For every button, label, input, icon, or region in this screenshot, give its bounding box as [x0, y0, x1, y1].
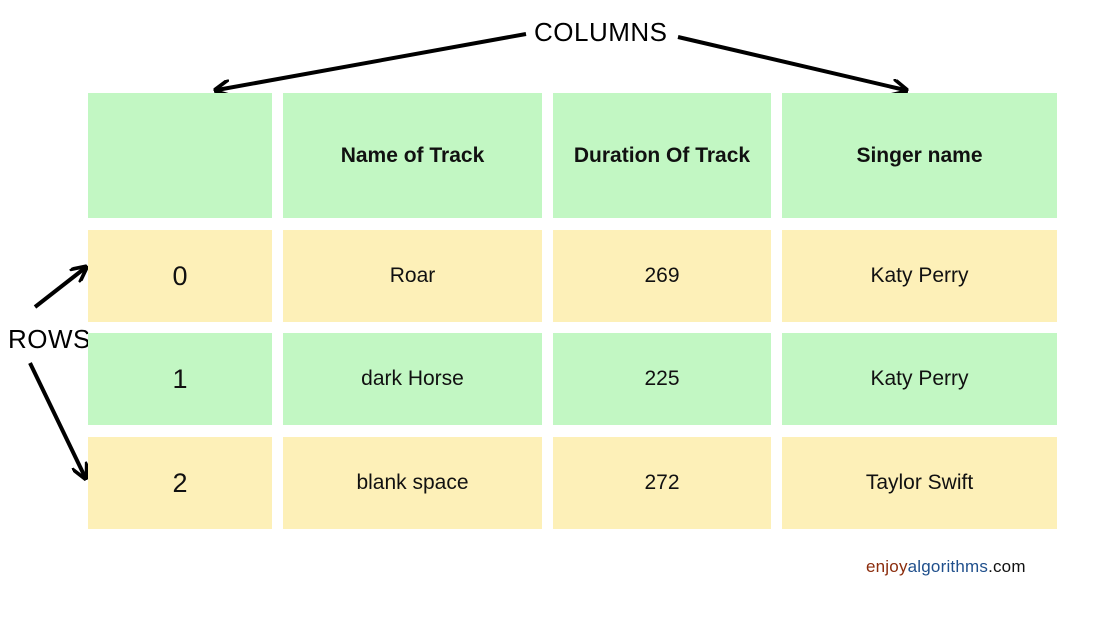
row-index-cell: 2 — [88, 437, 272, 529]
columns-arrow-left — [217, 32, 527, 90]
duration-cell: 225 — [553, 333, 771, 425]
track-name-cell: dark Horse — [283, 333, 542, 425]
header-cell-duration-of-track: Duration Of Track — [553, 93, 771, 218]
brand-logo: enjoyalgorithms.com — [866, 557, 1026, 577]
columns-label: COLUMNS — [528, 17, 674, 48]
rows-arrow-up — [33, 268, 85, 309]
row-index-cell: 0 — [88, 230, 272, 322]
brand-part-domain: .com — [988, 557, 1026, 576]
duration-cell: 269 — [553, 230, 771, 322]
header-cell-name-of-track: Name of Track — [283, 93, 542, 218]
header-cell-singer-name: Singer name — [782, 93, 1057, 218]
track-name-cell: blank space — [283, 437, 542, 529]
singer-cell: Katy Perry — [782, 230, 1057, 322]
rows-arrow-down — [28, 362, 85, 477]
brand-part-enjoy: enjoy — [866, 557, 908, 576]
brand-part-algorithms: algorithms — [907, 557, 989, 576]
columns-arrow-right — [677, 35, 905, 90]
singer-cell: Katy Perry — [782, 333, 1057, 425]
singer-cell: Taylor Swift — [782, 437, 1057, 529]
header-cell-index — [88, 93, 272, 218]
duration-cell: 272 — [553, 437, 771, 529]
track-name-cell: Roar — [283, 230, 542, 322]
rows-label: ROWS — [8, 324, 91, 355]
row-index-cell: 1 — [88, 333, 272, 425]
